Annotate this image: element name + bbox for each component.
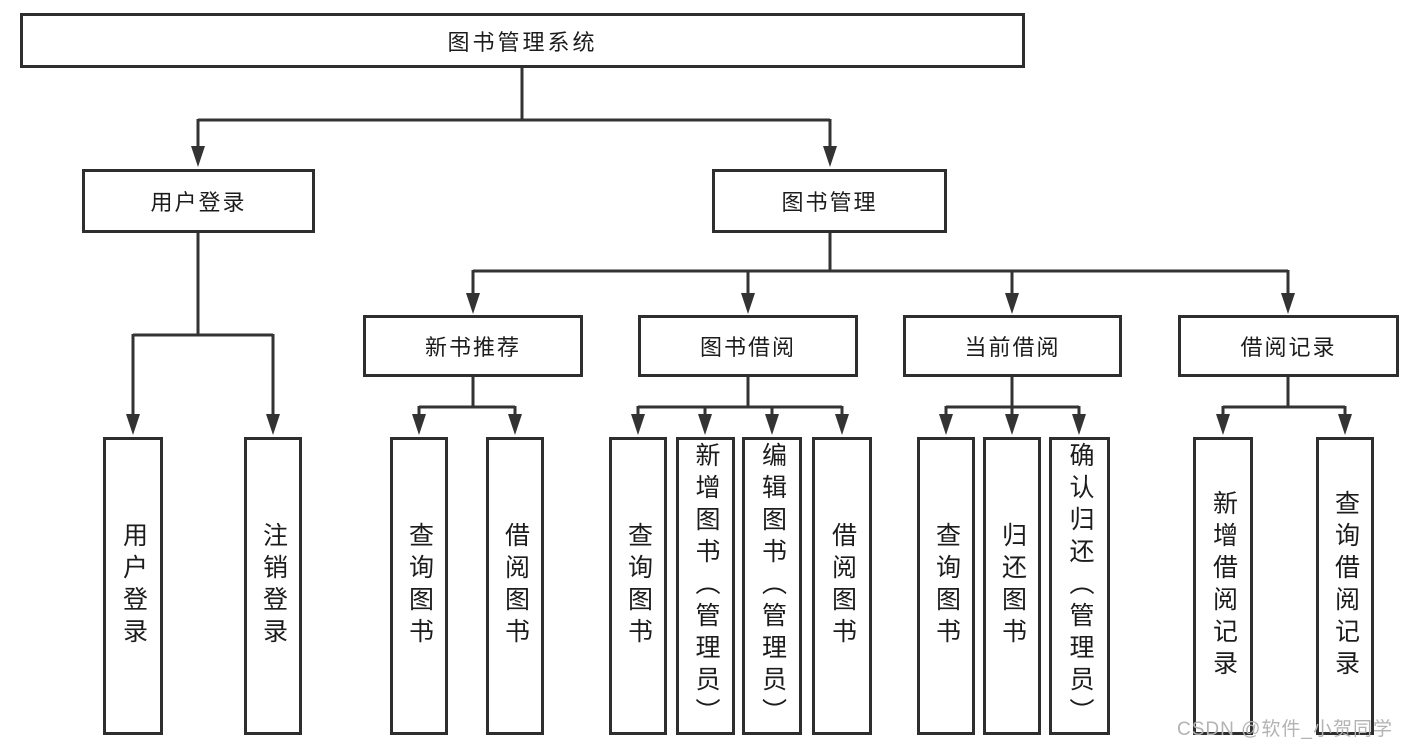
- node-label: 查询借阅记录: [1331, 490, 1360, 682]
- arrow-down-icon: [1281, 293, 1295, 314]
- arrow-down-icon: [1005, 293, 1019, 314]
- arrow-down-icon: [1216, 414, 1230, 435]
- node-user-login: 用户登录: [82, 169, 315, 233]
- node-current-borrow: 当前借阅: [903, 315, 1122, 377]
- node-label: 用户登录: [150, 190, 247, 215]
- node-book-borrow: 图书借阅: [638, 315, 858, 377]
- arrow-down-icon: [126, 414, 140, 435]
- node-label: 注销登录: [259, 522, 288, 650]
- branch-root: [191, 68, 837, 167]
- node-label: 当前借阅: [964, 335, 1061, 360]
- leaf-user-login: 用户登录: [103, 437, 163, 735]
- node-label: 借阅图书: [501, 522, 530, 650]
- leaf-borrow-books-recommend: 借阅图书: [486, 437, 544, 735]
- leaf-add-borrow-record: 新增借阅记录: [1193, 437, 1253, 735]
- leaf-add-books-admin: 新增图书（管理员）: [676, 437, 735, 735]
- leaf-confirm-return-admin: 确认归还（管理员）: [1049, 437, 1110, 735]
- csdn-watermark: CSDN @软件_小贺同学: [1177, 719, 1393, 740]
- arrow-down-icon: [266, 414, 280, 435]
- node-label: 新书推荐: [424, 335, 521, 360]
- branch-current-borrow: [939, 377, 1086, 435]
- branch-book-management: [466, 233, 1295, 314]
- leaf-query-books-recommend: 查询图书: [390, 437, 448, 735]
- node-label: 新增图书（管理员）: [692, 442, 720, 730]
- node-label: 图书管理系统: [447, 29, 598, 55]
- arrow-down-icon: [765, 414, 779, 435]
- branch-user-login: [126, 233, 280, 435]
- arrow-down-icon: [466, 293, 480, 314]
- arrow-down-icon: [1005, 414, 1019, 435]
- leaf-return-books: 归还图书: [983, 437, 1041, 735]
- node-label: 借阅图书: [828, 522, 857, 650]
- leaf-borrow-books: 借阅图书: [812, 437, 872, 735]
- arrow-down-icon: [835, 414, 849, 435]
- leaf-query-books-borrow: 查询图书: [609, 437, 667, 735]
- node-label: 图书借阅: [699, 335, 796, 360]
- node-label: 新增借阅记录: [1209, 490, 1238, 682]
- node-label: 确认归还（管理员）: [1066, 442, 1094, 730]
- branch-book-borrow: [631, 377, 849, 435]
- leaf-query-borrow-record: 查询借阅记录: [1316, 437, 1374, 735]
- node-label: 归还图书: [998, 522, 1027, 650]
- node-label: 用户登录: [119, 522, 148, 650]
- arrow-down-icon: [1338, 414, 1352, 435]
- node-label: 图书管理: [781, 190, 878, 215]
- branch-borrow-records: [1216, 377, 1352, 435]
- node-label: 借阅记录: [1240, 335, 1337, 360]
- leaf-logout: 注销登录: [244, 437, 302, 735]
- arrow-down-icon: [191, 146, 205, 167]
- node-new-book-recommend: 新书推荐: [363, 315, 583, 377]
- arrow-down-icon: [631, 414, 645, 435]
- node-label: 查询图书: [932, 522, 961, 650]
- leaf-edit-books-admin: 编辑图书（管理员）: [742, 437, 802, 735]
- arrow-down-icon: [823, 146, 837, 167]
- arrow-down-icon: [939, 414, 953, 435]
- arrow-down-icon: [698, 414, 712, 435]
- arrow-down-icon: [741, 293, 755, 314]
- arrow-down-icon: [1072, 414, 1086, 435]
- node-book-management-system: 图书管理系统: [20, 13, 1025, 68]
- node-borrow-records: 借阅记录: [1178, 315, 1399, 377]
- leaf-query-books-current: 查询图书: [917, 437, 975, 735]
- node-book-management: 图书管理: [712, 169, 947, 233]
- node-label: 编辑图书（管理员）: [758, 442, 787, 730]
- branch-new-book-recommend: [412, 377, 522, 435]
- node-label: 查询图书: [405, 522, 434, 650]
- arrow-down-icon: [412, 414, 426, 435]
- node-label: 查询图书: [624, 522, 653, 650]
- arrow-down-icon: [508, 414, 522, 435]
